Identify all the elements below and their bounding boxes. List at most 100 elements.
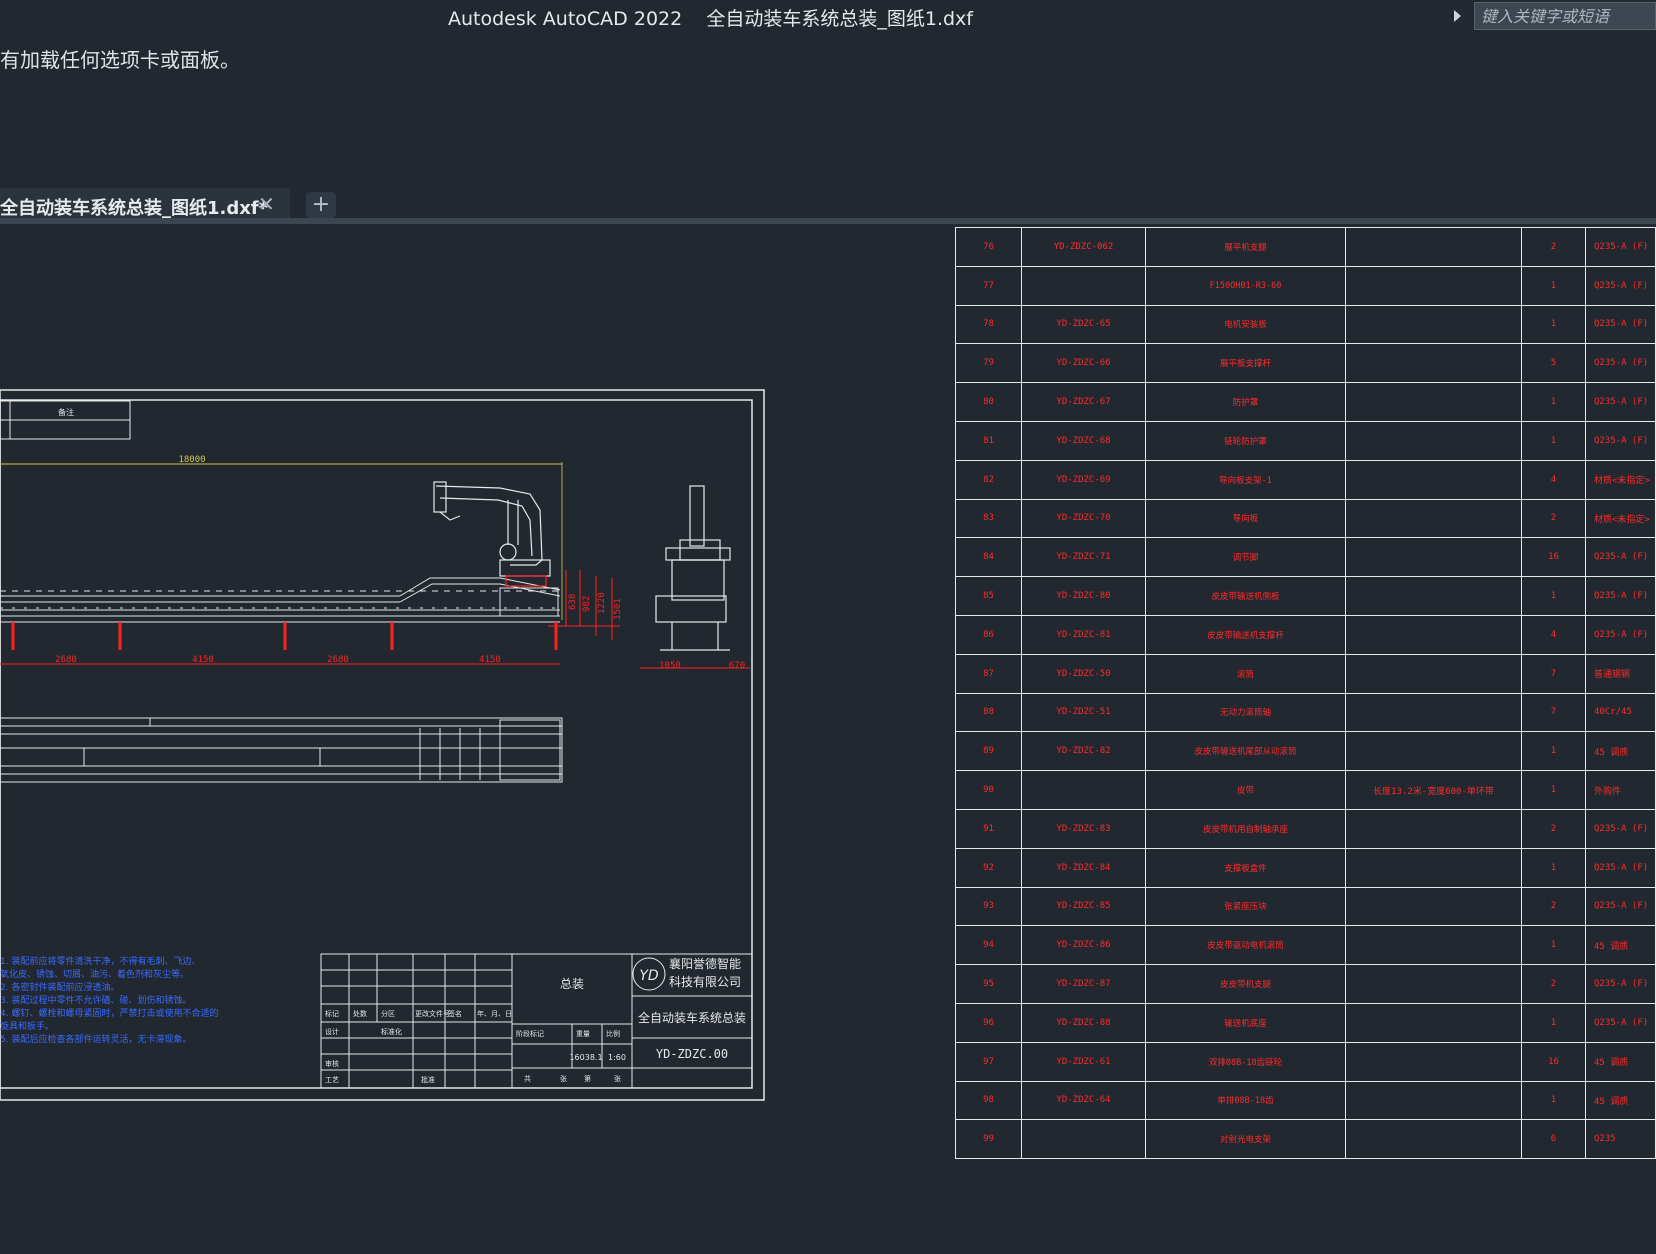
part-code: YD-ZDZC-50: [1021, 653, 1146, 694]
part-material: 45 调质: [1585, 1041, 1656, 1082]
part-qty: 1: [1521, 847, 1586, 888]
part-name: 对射光电支架: [1145, 1119, 1346, 1160]
product-name: 全自动装车系统总装: [638, 1010, 746, 1025]
part-material: Q235-A (F): [1585, 227, 1656, 267]
tb-label-date: 年、月、日: [477, 1009, 512, 1018]
part-spec: [1345, 382, 1522, 422]
weight-value: 16038.1: [569, 1053, 602, 1062]
part-spec: [1345, 498, 1522, 539]
part-spec: [1345, 459, 1522, 500]
part-number: 91: [955, 808, 1022, 849]
part-qty: 4: [1521, 459, 1586, 500]
tb-label-change-doc: 更改文件号: [415, 1009, 450, 1018]
part-name: 滚筒: [1145, 653, 1346, 694]
part-number: 92: [955, 847, 1022, 888]
part-spec: [1345, 343, 1522, 384]
note-line: 3. 装配过程中零件不允许磕、碰、划伤和锈蚀。: [0, 994, 191, 1006]
file-tab[interactable]: 全自动装车系统总装_图纸1.dxf* ✕: [0, 188, 290, 222]
tb-label-count: 处数: [353, 1009, 367, 1018]
drawing-svg[interactable]: 备注 18000 2: [0, 224, 1656, 1254]
new-tab-button[interactable]: +: [306, 192, 336, 218]
part-number: 88: [955, 692, 1022, 733]
part-spec: [1345, 1119, 1522, 1160]
part-code: YD-ZDZC-61: [1021, 1041, 1146, 1082]
part-number: 89: [955, 731, 1022, 772]
search-box[interactable]: [1474, 2, 1656, 30]
part-spec: [1345, 227, 1522, 267]
part-qty: 1: [1521, 1002, 1586, 1043]
tab-divider: [0, 218, 1656, 224]
part-spec: [1345, 304, 1522, 345]
tb-label-total: 共: [524, 1074, 531, 1083]
close-icon[interactable]: ✕: [258, 192, 275, 216]
part-material: Q235-A (F): [1585, 886, 1656, 927]
tb-label-approve: 批准: [421, 1075, 435, 1084]
dim-leg-1: 2680: [55, 655, 77, 665]
part-material: Q235-A (F): [1585, 847, 1656, 888]
sheet-outer-border: [0, 389, 765, 1101]
part-qty: 5: [1521, 343, 1586, 384]
part-number: 93: [955, 886, 1022, 927]
part-number: 90: [955, 770, 1022, 810]
part-code: YD-ZDZC-82: [1021, 731, 1146, 772]
part-code: YD-ZDZC-87: [1021, 964, 1146, 1004]
note-line: 2. 各密封件装配前应浸透油。: [0, 981, 119, 993]
drawing-canvas[interactable]: 备注 18000 2: [0, 224, 1656, 1254]
part-number: 86: [955, 614, 1022, 655]
company-line-1: 襄阳誉德智能: [669, 956, 741, 971]
part-spec: [1345, 265, 1522, 306]
part-code: [1021, 1119, 1146, 1160]
search-expand-icon[interactable]: [1454, 10, 1461, 22]
part-name: 皮带: [1145, 770, 1346, 810]
part-name: F150OH01-R3-60: [1145, 265, 1346, 306]
tb-label-sheet: 张: [560, 1074, 567, 1083]
height-dimensions: [548, 570, 620, 640]
part-number: 99: [955, 1119, 1022, 1160]
search-input[interactable]: [1475, 3, 1655, 29]
part-number: 83: [955, 498, 1022, 539]
part-name: 展平机支腿: [1145, 227, 1346, 267]
part-qty: 1: [1521, 1080, 1586, 1121]
part-material: Q235-A (F): [1585, 808, 1656, 849]
tb-label-design: 设计: [325, 1027, 339, 1036]
app-title: Autodesk AutoCAD 2022 全自动装车系统总装_图纸1.dxf: [448, 8, 973, 30]
part-code: YD-ZDZC-86: [1021, 925, 1146, 966]
part-spec: 长度13.2米-宽度600-单环带: [1345, 770, 1522, 810]
part-material: Q235-A (F): [1585, 576, 1656, 616]
part-spec: [1345, 614, 1522, 655]
part-name: 双排08B-18齿链轮: [1145, 1041, 1346, 1082]
part-qty: 1: [1521, 770, 1586, 810]
part-code: YD-ZDZC-66: [1021, 343, 1146, 384]
drawing-name: 总装: [560, 977, 584, 991]
part-number: 84: [955, 537, 1022, 578]
part-number: 80: [955, 382, 1022, 422]
part-name: 导向板: [1145, 498, 1346, 539]
dim-leg-4: 4150: [479, 655, 501, 665]
part-number: 97: [955, 1041, 1022, 1082]
part-qty: 1: [1521, 265, 1586, 306]
tb-label-process: 工艺: [325, 1076, 339, 1084]
part-qty: 1: [1521, 420, 1586, 461]
part-code: YD-ZDZC-71: [1021, 537, 1146, 578]
conveyor-top-view: [0, 717, 563, 783]
part-name: 电机安装板: [1145, 304, 1346, 345]
part-name: 链轮防护罩: [1145, 420, 1346, 461]
part-spec: [1345, 964, 1522, 1004]
part-spec: [1345, 576, 1522, 616]
part-name: 输送机底座: [1145, 1002, 1346, 1043]
tb-label-weight: 重量: [576, 1030, 590, 1038]
technical-notes: 1. 装配前应将零件清洗干净，不得有毛刺、飞边、 氧化皮、锈蚀、切屑、油污、着色…: [0, 955, 218, 1045]
side-view: [655, 485, 731, 651]
